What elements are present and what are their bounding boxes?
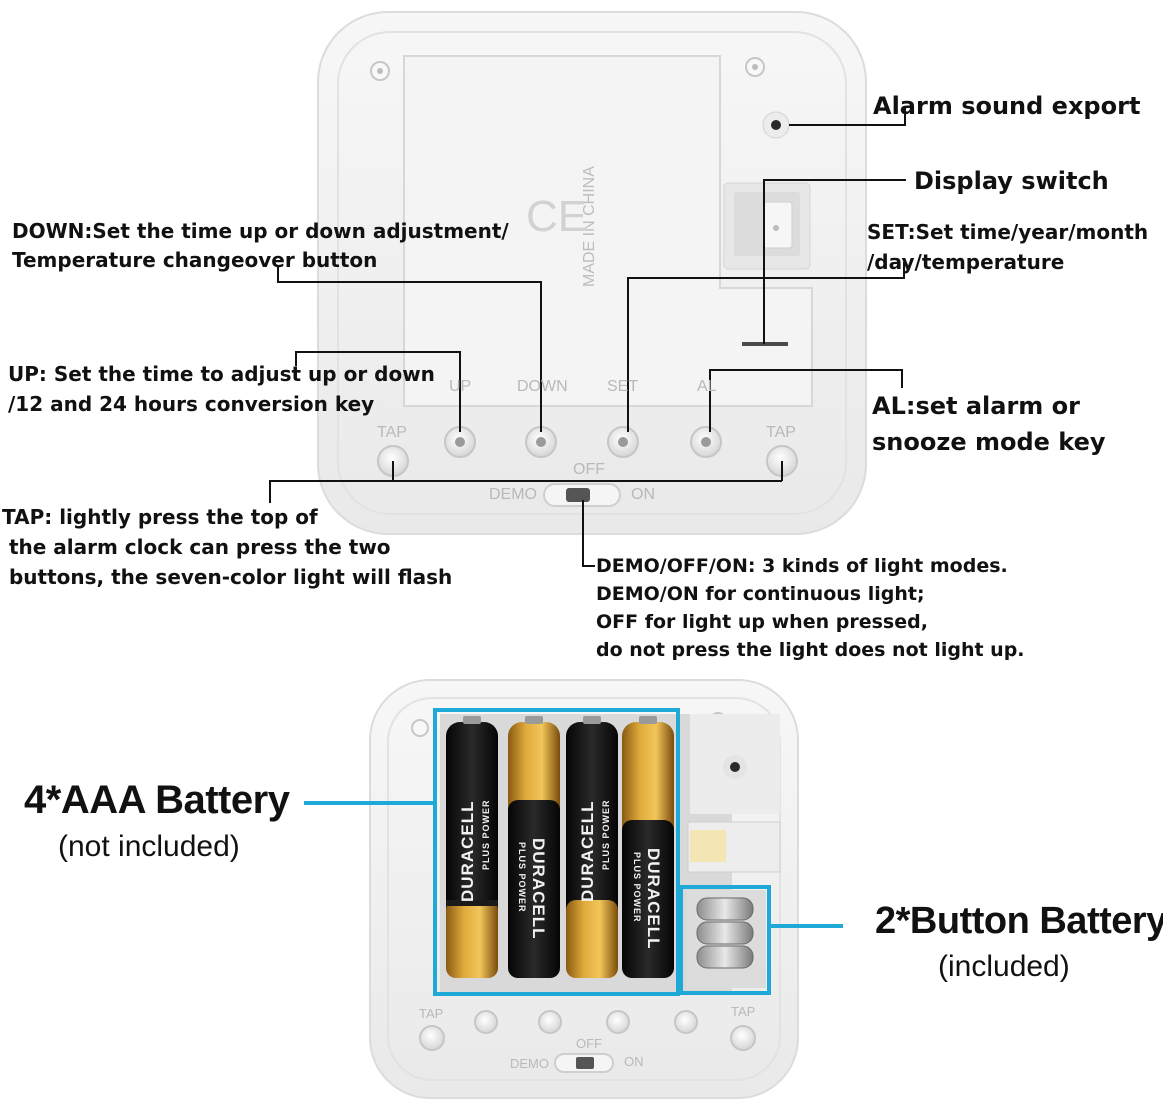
bottom-tap-left-label: TAP (419, 1006, 444, 1021)
battery-3-sub: PLUS POWER (601, 799, 611, 870)
button-label-set: SET (607, 378, 639, 395)
callout-boxes (304, 708, 843, 996)
battery-2-sub: PLUS POWER (517, 842, 527, 913)
leader-lines (269, 108, 906, 567)
display-switch-label: Display switch (914, 167, 1109, 195)
battery-4-brand: DURACELL (644, 848, 663, 950)
button-label-up: UP (449, 378, 472, 395)
tap-right-label: TAP (766, 424, 796, 441)
bottom-switch-off-label: OFF (576, 1036, 602, 1051)
bottom-switch-on-label: ON (624, 1054, 644, 1069)
demo-annotation-line2: DEMO/ON for continuous light; (596, 583, 925, 605)
alarm-sound-export-label: Alarm sound export (873, 92, 1141, 120)
down-annotation-line2: Temperature changeover button (12, 248, 378, 272)
button-batteries (686, 890, 766, 988)
tap-annotation-line2: the alarm clock can press the two (2, 535, 391, 559)
battery-1-brand: DURACELL (458, 800, 477, 903)
battery-1-sub: PLUS POWER (481, 799, 491, 870)
set-annotation-line2: /day/temperature (867, 250, 1065, 274)
battery-2-brand: DURACELL (529, 838, 548, 940)
battery-4-sub: PLUS POWER (632, 852, 642, 923)
al-annotation-line2: snooze mode key (872, 428, 1106, 456)
switch-on-label: ON (631, 486, 655, 503)
aaa-battery-title: 4*AAA Battery (24, 778, 290, 822)
down-annotation-line1: DOWN:Set the time up or down adjustment/ (12, 219, 509, 243)
button-battery-title: 2*Button Battery (875, 900, 1163, 942)
up-annotation-line1: UP: Set the time to adjust up or down (8, 362, 435, 386)
ce-mark-text: CE (526, 192, 588, 241)
aaa-battery-subtitle: (not included) (58, 830, 240, 863)
battery-3-brand: DURACELL (578, 800, 597, 903)
button-label-down: DOWN (517, 378, 568, 395)
up-annotation-line2: /12 and 24 hours conversion key (8, 392, 375, 416)
tap-left-label: TAP (377, 424, 407, 441)
button-battery-subtitle: (included) (938, 950, 1070, 983)
switch-demo-label: DEMO (489, 486, 537, 503)
tap-annotation-line3: buttons, the seven-color light will flas… (2, 565, 453, 589)
demo-annotation-line4: do not press the light does not light up… (596, 639, 1025, 661)
bottom-tap-right-label: TAP (731, 1004, 756, 1019)
top-device (317, 11, 867, 535)
aaa-batteries (446, 716, 674, 978)
set-annotation-line1: SET:Set time/year/month (867, 220, 1149, 244)
demo-annotation-line3: OFF for light up when pressed, (596, 611, 928, 633)
bottom-switch-demo-label: DEMO (510, 1056, 549, 1071)
switch-off-label: OFF (573, 461, 605, 478)
button-label-al: AL (697, 378, 717, 395)
tap-annotation-line1: TAP: lightly press the top of (2, 505, 318, 529)
al-annotation-line1: AL:set alarm or (872, 392, 1080, 420)
demo-annotation-line1: DEMO/OFF/ON: 3 kinds of light modes. (596, 555, 1008, 577)
